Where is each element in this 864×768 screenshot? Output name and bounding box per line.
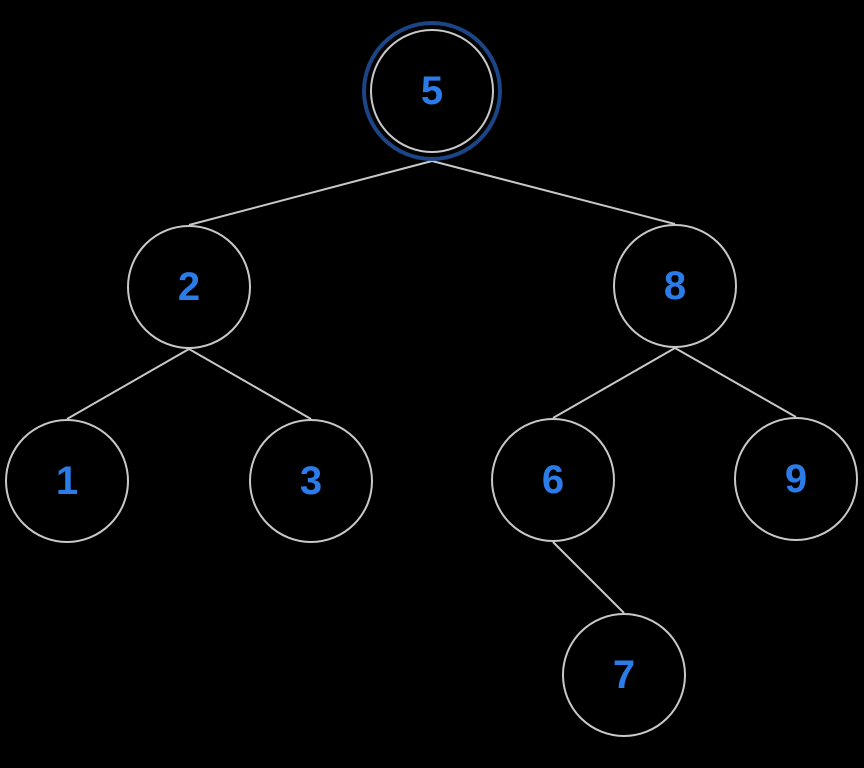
tree-edge-8-9 (674, 347, 797, 418)
node-value: 2 (177, 265, 201, 309)
tree-edge-6-7 (552, 541, 625, 614)
tree-edge-2-3 (188, 348, 312, 420)
node-value: 1 (55, 459, 79, 503)
node-value: 7 (612, 653, 636, 697)
node-value: 6 (541, 458, 565, 502)
tree-node-2[interactable]: 2 (127, 225, 251, 349)
tree-edge-8-6 (552, 347, 676, 419)
tree-node-9[interactable]: 9 (734, 417, 858, 541)
tree-edge-5-2 (188, 160, 433, 226)
tree-edge-5-8 (431, 160, 676, 225)
tree-edge-2-1 (66, 348, 190, 420)
node-value: 3 (299, 459, 323, 503)
tree-node-1[interactable]: 1 (5, 419, 129, 543)
node-value: 5 (420, 69, 444, 113)
node-value: 8 (663, 264, 687, 308)
node-value: 9 (784, 457, 808, 501)
tree-node-7[interactable]: 7 (562, 613, 686, 737)
tree-node-3[interactable]: 3 (249, 419, 373, 543)
tree-node-5[interactable]: 5 (370, 29, 494, 153)
tree-node-8[interactable]: 8 (613, 224, 737, 348)
tree-node-6[interactable]: 6 (491, 418, 615, 542)
